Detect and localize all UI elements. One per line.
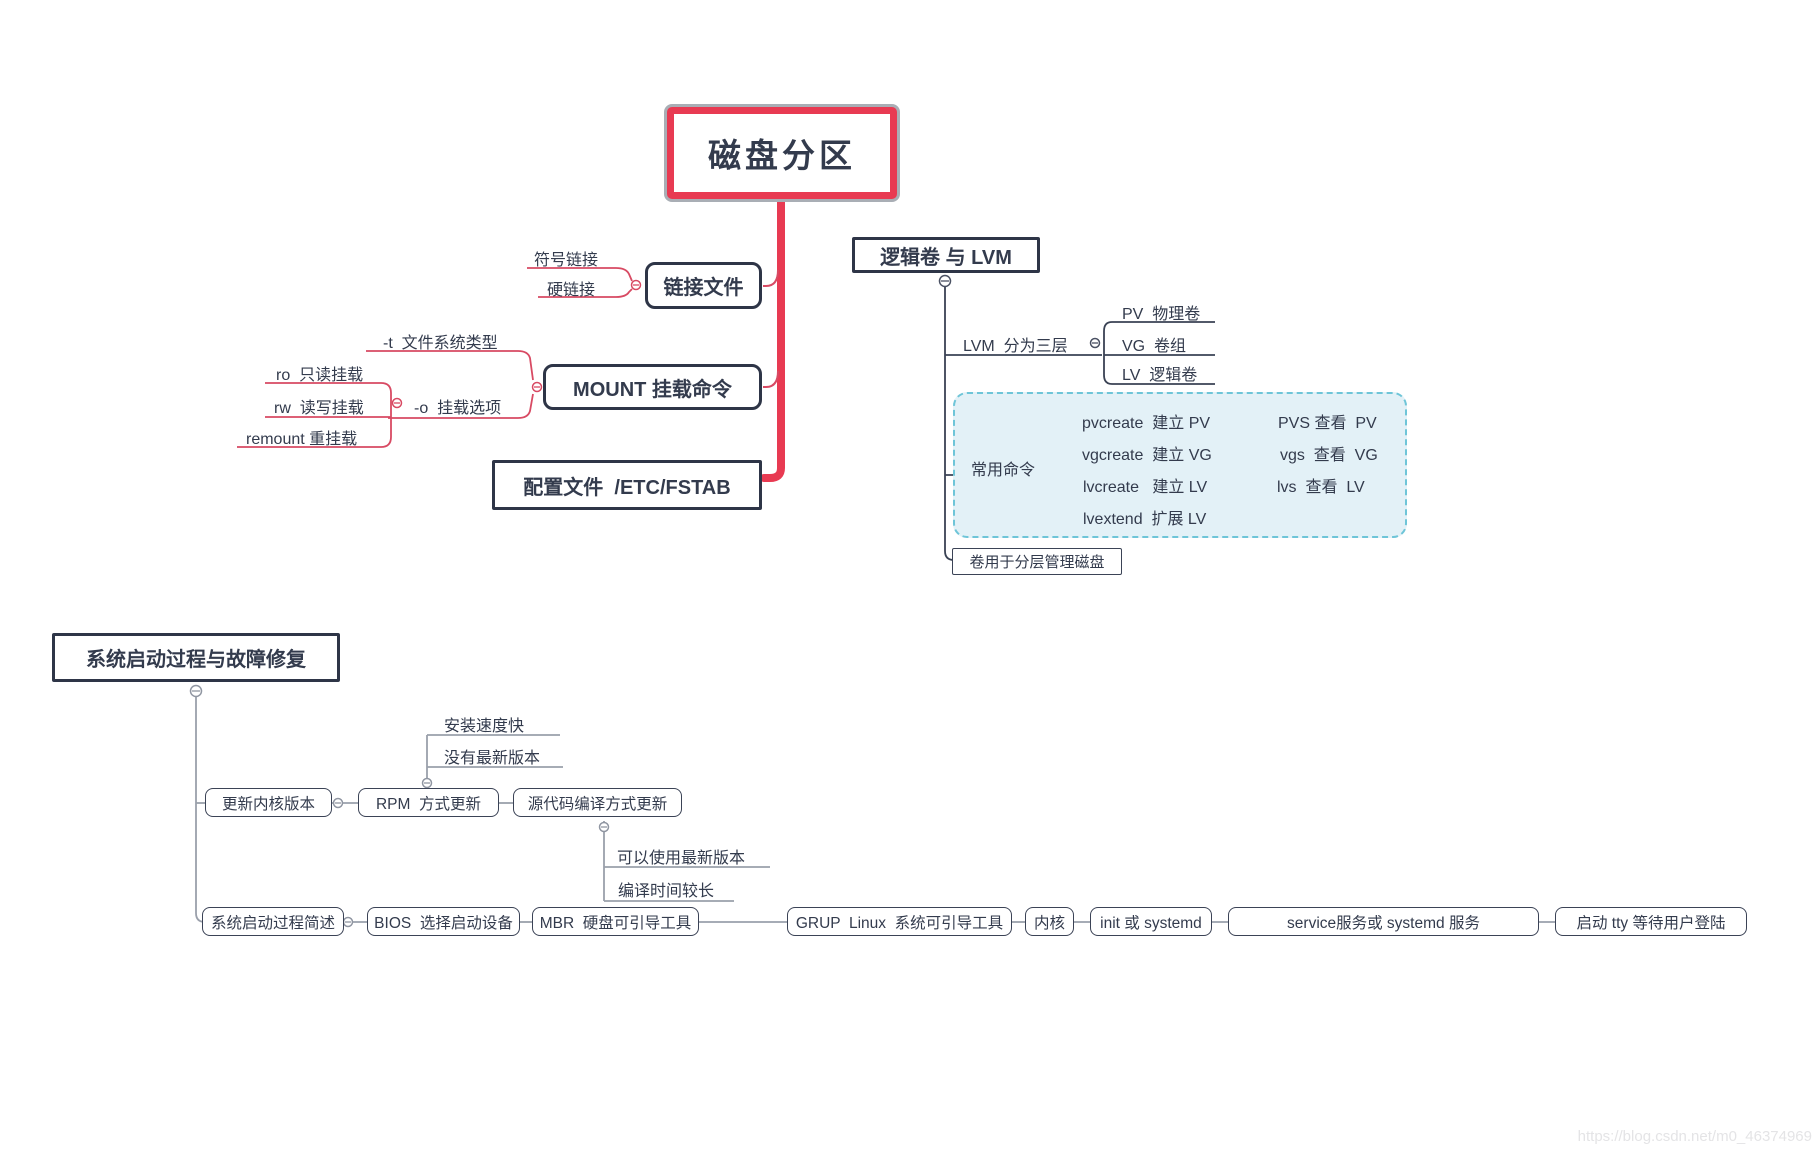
collapse-toggle-layers[interactable]: [1089, 337, 1101, 349]
watermark-url: https://blog.csdn.net/m0_46374969: [1577, 1128, 1812, 1145]
label-vgs-view[interactable]: vgs 查看 VG: [1280, 447, 1378, 464]
label-pv-layer[interactable]: PV 物理卷: [1122, 306, 1201, 323]
topic-kernel-update[interactable]: 更新内核版本: [205, 788, 332, 817]
label-compile-slow[interactable]: 编译时间较长: [618, 883, 715, 900]
red-trunk-line: [760, 197, 785, 482]
label-symbolic-link[interactable]: 符号链接: [534, 252, 599, 269]
topic-lvm[interactable]: 逻辑卷 与 LVM: [852, 237, 1040, 273]
topic-disk-partition[interactable]: 磁盘分区: [667, 107, 897, 199]
topic-step-tty[interactable]: 启动 tty 等待用户登陆: [1555, 907, 1747, 936]
label-pvs-view[interactable]: PVS 查看 PV: [1278, 415, 1377, 432]
collapse-toggle-bootchain[interactable]: [342, 916, 354, 928]
label-install-fast[interactable]: 安装速度快: [444, 718, 525, 735]
commands-panel: [953, 392, 1407, 538]
label-pvcreate[interactable]: pvcreate 建立 PV: [1082, 415, 1211, 432]
topic-boot-process[interactable]: 系统启动过程简述: [202, 907, 344, 936]
label-lv-layer[interactable]: LV 逻辑卷: [1122, 367, 1198, 384]
o-option-underline: [388, 393, 534, 419]
topic-boot-repair[interactable]: 系统启动过程与故障修复: [52, 633, 340, 682]
topic-fstab-config[interactable]: 配置文件 /ETC/FSTAB: [492, 460, 762, 510]
label-not-latest[interactable]: 没有最新版本: [444, 750, 541, 767]
label-lvm-layers[interactable]: LVM 分为三层: [963, 338, 1068, 355]
hard-link-underline: [538, 288, 633, 298]
lvm-layers-bracket: [1103, 321, 1215, 385]
topic-step-service[interactable]: service服务或 systemd 服务: [1228, 907, 1539, 936]
label-vg-layer[interactable]: VG 卷组: [1122, 338, 1187, 355]
ro-remount-bracket: [237, 382, 392, 448]
topic-step-bios[interactable]: BIOS 选择启动设备: [367, 907, 520, 936]
boot-trunk-line: [195, 697, 206, 923]
symbolic-link-underline: [527, 267, 633, 282]
label-t-option[interactable]: -t 文件系统类型: [383, 335, 498, 352]
label-hard-link[interactable]: 硬链接: [547, 282, 596, 299]
label-lvcreate[interactable]: lvcreate 建立 LV: [1083, 479, 1208, 496]
label-latest-available[interactable]: 可以使用最新版本: [617, 850, 746, 867]
topic-step-grub[interactable]: GRUP Linux 系统可引导工具: [787, 907, 1012, 936]
collapse-toggle-rpm-children[interactable]: [421, 777, 433, 789]
collapse-toggle-source-children[interactable]: [598, 821, 610, 833]
topic-rpm-update[interactable]: RPM 方式更新: [358, 788, 499, 817]
label-lvs-view[interactable]: lvs 查看 LV: [1277, 479, 1365, 496]
topic-link-file[interactable]: 链接文件: [645, 262, 762, 309]
collapse-toggle-lvm[interactable]: [938, 274, 952, 288]
collapse-toggle-mount[interactable]: [531, 381, 543, 393]
red-hook-linkfile: [763, 269, 779, 287]
label-ro-mount[interactable]: ro 只读挂载: [276, 367, 364, 384]
collapse-toggle-rpm[interactable]: [332, 797, 344, 809]
label-rw-mount[interactable]: rw 读写挂载: [274, 400, 364, 417]
collapse-toggle-o-option[interactable]: [391, 397, 403, 409]
label-remount[interactable]: remount 重挂载: [246, 431, 358, 448]
label-common-commands[interactable]: 常用命令: [971, 462, 1036, 479]
label-lvextend[interactable]: lvextend 扩展 LV: [1083, 511, 1207, 528]
label-o-option[interactable]: -o 挂载选项: [414, 400, 502, 417]
topic-lvm-note[interactable]: 卷用于分层管理磁盘: [952, 548, 1122, 575]
collapse-toggle-linkfile[interactable]: [630, 279, 642, 291]
topic-step-kernel[interactable]: 内核: [1025, 907, 1074, 936]
topic-source-update[interactable]: 源代码编译方式更新: [513, 788, 682, 817]
t-option-underline: [366, 350, 534, 381]
source-children-bracket: [603, 821, 770, 902]
label-vgcreate[interactable]: vgcreate 建立 VG: [1082, 447, 1212, 464]
topic-step-init[interactable]: init 或 systemd: [1090, 907, 1212, 936]
topic-step-mbr[interactable]: MBR 硬盘可引导工具: [532, 907, 699, 936]
collapse-toggle-boot[interactable]: [189, 684, 203, 698]
topic-mount-command[interactable]: MOUNT 挂载命令: [543, 364, 762, 410]
red-hook-mount: [763, 370, 779, 388]
